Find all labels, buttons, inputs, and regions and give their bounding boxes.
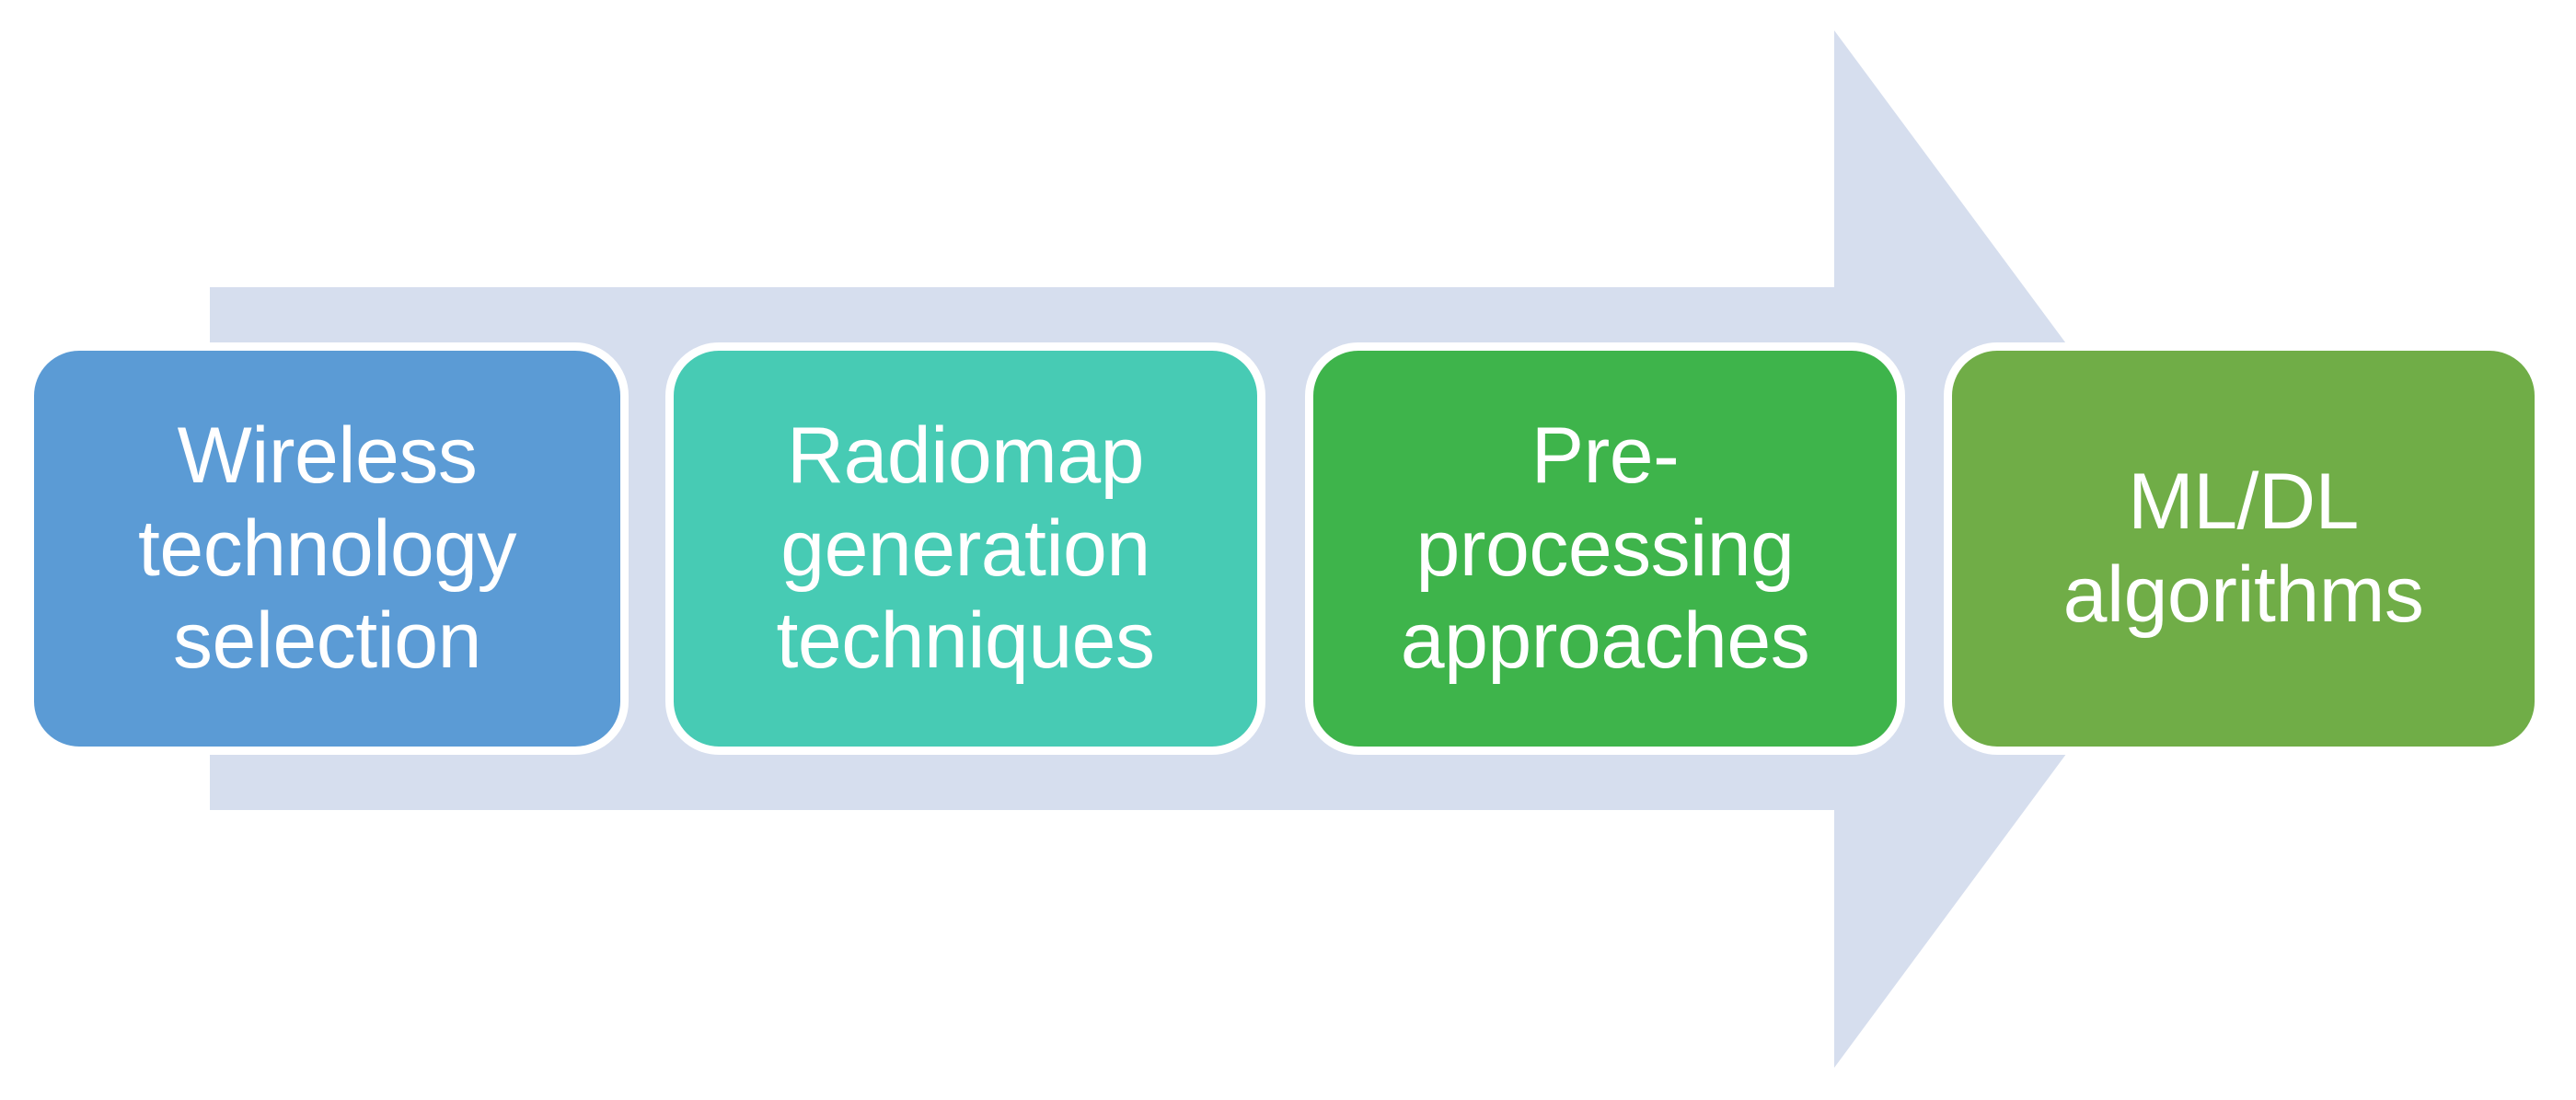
stage-label: ML/DL algorithms (2062, 457, 2424, 639)
stage-label: Wireless technology selection (138, 411, 516, 686)
stage-label: Radiomap generation techniques (776, 411, 1155, 686)
stage-box-pre-processing-approaches[interactable]: Pre- processing approaches (1305, 342, 1905, 755)
stage-box-ml-dl-algorithms[interactable]: ML/DL algorithms (1944, 342, 2543, 755)
stage-label: Pre- processing approaches (1400, 411, 1810, 686)
stage-box-wireless-technology-selection[interactable]: Wireless technology selection (26, 342, 629, 755)
stage-box-radiomap-generation-techniques[interactable]: Radiomap generation techniques (665, 342, 1265, 755)
